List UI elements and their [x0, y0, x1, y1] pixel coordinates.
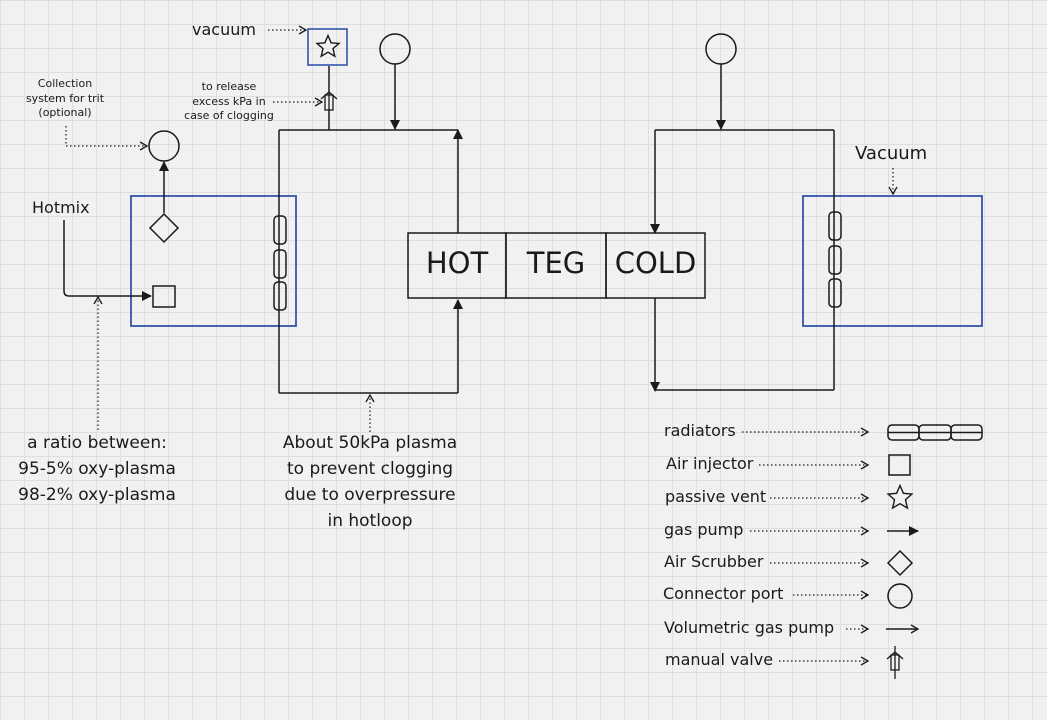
- plasma-note-line: in hotloop: [327, 511, 413, 531]
- vent-box: [307, 28, 348, 66]
- radiator-icon: [887, 424, 983, 441]
- hotmix-label: Hotmix: [32, 198, 90, 217]
- release-note-line: case of clogging: [184, 109, 274, 122]
- collection-note: Collection system for trit (optional): [20, 77, 110, 121]
- collection-note-line: Collection: [37, 77, 93, 90]
- teg-hot-label: HOT: [425, 246, 489, 280]
- air-scrubber-icon: [886, 549, 914, 577]
- ratio-note-line: a ratio between:: [27, 433, 167, 453]
- right-radiators: [828, 211, 842, 308]
- left-room-box: [130, 195, 297, 327]
- legend-label-air-scrubber: Air Scrubber: [664, 552, 764, 571]
- teg-teg-label: TEG: [526, 246, 586, 280]
- legend-label-manual-valve: manual valve: [665, 650, 774, 669]
- collection-port: [148, 130, 180, 162]
- legend-label-connector-port: Connector port: [663, 584, 784, 603]
- collection-pointer: [65, 126, 149, 151]
- ratio-note: a ratio between: 95-5% oxy-plasma 98-2% …: [12, 430, 182, 508]
- passive-vent-top: [315, 33, 341, 58]
- right-room-box: [802, 195, 983, 327]
- air-scrubber-left: [148, 212, 180, 244]
- air-injector-icon: [888, 454, 911, 476]
- vacuum-top-label: vacuum: [192, 20, 256, 39]
- teg-unit: [407, 232, 706, 299]
- collection-note-line: (optional): [38, 106, 92, 119]
- ratio-note-line: 98-2% oxy-plasma: [18, 485, 176, 505]
- teg-cold-label: COLD: [614, 246, 697, 280]
- plasma-note-line: to prevent clogging: [286, 459, 454, 479]
- connector-port-icon: [887, 583, 913, 609]
- connector-port-cold: [705, 33, 737, 65]
- legend-label-radiators: radiators: [664, 421, 736, 440]
- legend-pointers: [742, 427, 870, 666]
- plasma-note: About 50kPa plasma to prevent clogging d…: [270, 430, 470, 534]
- collection-note-line: system for trit: [25, 91, 105, 105]
- connector-port-hot: [379, 33, 411, 65]
- legend-label-gas-pump: gas pump: [664, 520, 744, 539]
- ratio-note-line: 95-5% oxy-plasma: [18, 459, 176, 479]
- left-radiators: [273, 215, 287, 311]
- release-note-line: excess kPa in: [192, 94, 266, 108]
- passive-vent-icon: [886, 483, 914, 510]
- plasma-note-line: due to overpressure: [284, 485, 456, 505]
- plasma-note-line: About 50kPa plasma: [282, 433, 458, 453]
- manual-valve-icon: [886, 646, 904, 679]
- legend-label-passive-vent: passive vent: [665, 487, 767, 506]
- air-injector-left: [152, 285, 176, 308]
- manual-valve-top: [320, 91, 338, 111]
- hot-loop-pipes: [278, 129, 463, 394]
- legend-label-volumetric-gas-pump: Volumetric gas pump: [664, 618, 835, 637]
- vacuum-right-label: Vacuum: [855, 143, 928, 164]
- legend-label-air-injector: Air injector: [666, 454, 754, 473]
- hotmix-line: [63, 220, 152, 301]
- release-note-line: to release: [201, 80, 257, 93]
- release-note: to release excess kPa in case of cloggin…: [179, 80, 279, 124]
- cold-loop-pipes: [650, 129, 835, 392]
